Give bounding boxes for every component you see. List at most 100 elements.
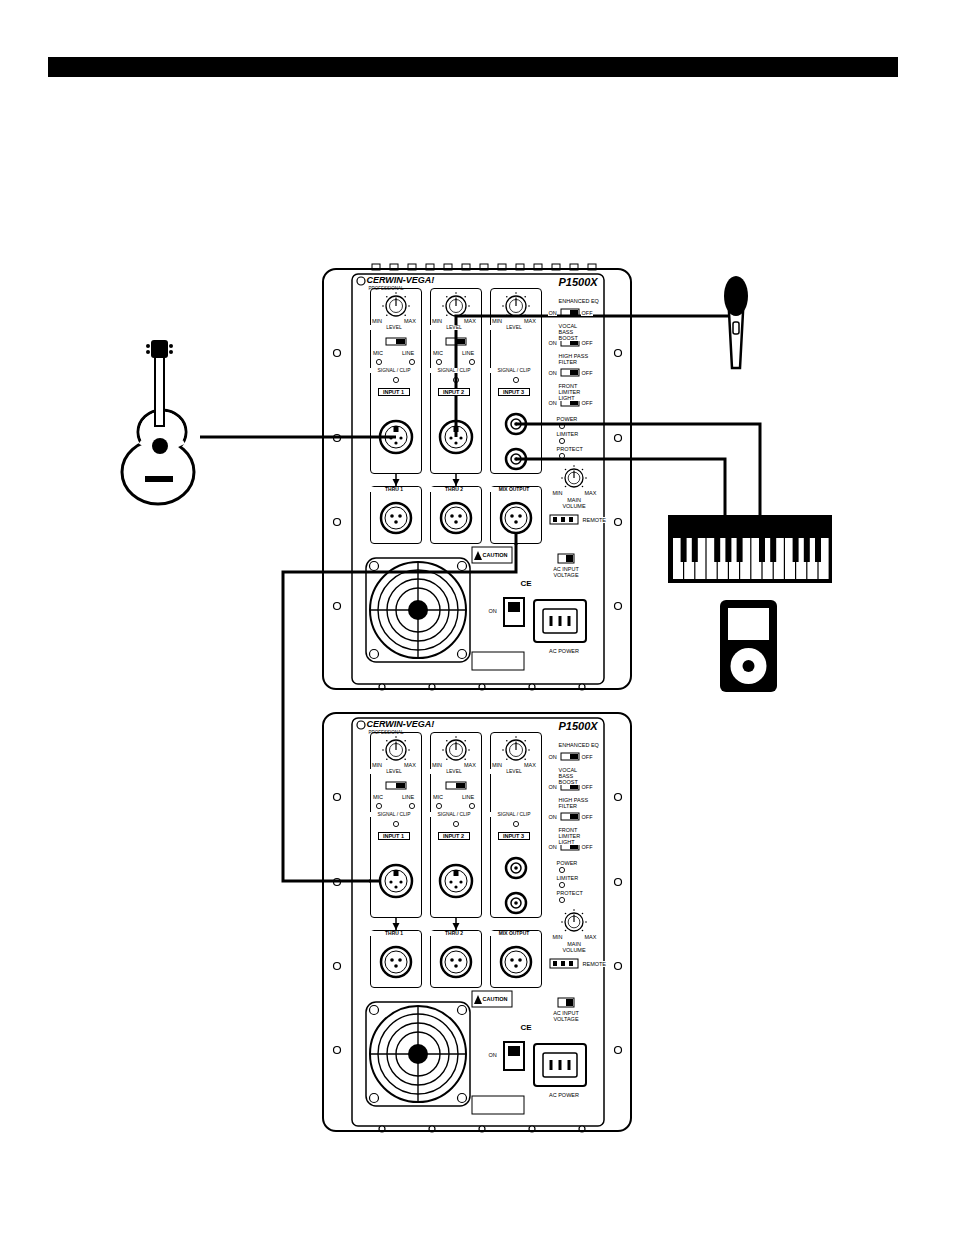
- jack-pin: [454, 441, 457, 444]
- knob-tick: [404, 758, 406, 760]
- jack-latch: [394, 426, 399, 432]
- jack-label: THRU 1: [370, 487, 419, 492]
- knob-tick: [582, 913, 584, 915]
- iec-pin: [550, 1060, 553, 1070]
- jack-pin: [390, 514, 394, 518]
- switch-lever: [396, 339, 405, 344]
- jack-pin: [449, 880, 452, 883]
- jack-pin: [394, 520, 398, 524]
- jack-pin: [450, 514, 454, 518]
- channel-hardware: [441, 503, 471, 533]
- connector-label: REMOTE: [582, 517, 607, 523]
- knob-tick: [585, 921, 587, 923]
- input-label: INPUT 2: [438, 832, 470, 840]
- switch-state: ON: [548, 784, 557, 790]
- thru-jack-box: THRU 2: [430, 486, 482, 544]
- logo-emblem: [357, 721, 365, 729]
- jack-pin: [518, 958, 522, 962]
- guitar-bridge: [145, 476, 173, 482]
- thru-jack-box: THRU 1: [370, 930, 422, 988]
- jack-ring: [385, 507, 407, 529]
- knob-tick: [582, 469, 584, 471]
- switch-state: ON: [548, 754, 557, 760]
- jack-label: MIX OUTPUT: [490, 931, 539, 936]
- switch-lever: [570, 370, 578, 375]
- switch-label: MIC: [433, 350, 444, 356]
- knob-tick: [502, 305, 504, 307]
- knob-tick: [468, 305, 470, 307]
- slide-switch: [561, 813, 579, 820]
- knob-tick: [386, 740, 388, 742]
- knob-tick: [408, 749, 410, 751]
- jack-pin: [394, 441, 397, 444]
- switch-state: OFF: [581, 310, 593, 316]
- knob-tick: [565, 469, 567, 471]
- signal-arrow: [455, 918, 457, 930]
- led: [393, 377, 398, 382]
- terminal-pin: [561, 517, 565, 522]
- certification-mark: CE: [520, 580, 532, 589]
- jack-pin: [514, 964, 518, 968]
- rca-ring: [511, 898, 521, 908]
- jack-pin: [458, 514, 462, 518]
- knob-tick: [582, 486, 584, 488]
- switch-state: ON: [548, 340, 557, 346]
- switch-state: ON: [548, 814, 557, 820]
- indicator-label: SIGNAL / CLIP: [490, 812, 539, 817]
- speaker-rear-panel: [334, 718, 622, 1132]
- knob-tick: [442, 305, 444, 307]
- knob-scale: MIN: [432, 762, 443, 768]
- mic-switch: [733, 322, 739, 334]
- screw-hole: [615, 794, 622, 801]
- screw-hole: [615, 350, 622, 357]
- knob-tick: [455, 736, 457, 738]
- guitar-cable: [200, 436, 396, 439]
- input-label: INPUT 2: [438, 388, 470, 396]
- knob-tick: [561, 477, 563, 479]
- black-key: [692, 538, 698, 562]
- iec-pin: [559, 616, 562, 626]
- knob: [565, 469, 583, 487]
- warning-label: CAUTION: [482, 996, 508, 1002]
- jack-pin: [458, 958, 462, 962]
- knob-tick: [446, 296, 448, 298]
- led: [513, 821, 518, 826]
- control-label: LEVEL: [430, 769, 479, 774]
- xlr-jack: [441, 503, 471, 533]
- input-channel-strip: MINMAXLEVELMICLINESIGNAL / CLIPINPUT 2: [430, 288, 482, 474]
- knob-pointer: [395, 298, 396, 307]
- power-switch: [504, 1042, 524, 1070]
- jack-pin: [459, 880, 462, 883]
- led: [376, 359, 381, 364]
- indicator-label: PROTECT: [556, 446, 583, 452]
- switch-label: LINE: [462, 350, 475, 356]
- amp-plate: [352, 274, 604, 684]
- led: [436, 803, 441, 808]
- knob-scale: MAX: [404, 318, 417, 324]
- jack-label: THRU 1: [370, 931, 419, 936]
- knob-tick: [386, 296, 388, 298]
- screw-hole: [334, 519, 341, 526]
- xlr-jack: [441, 947, 471, 977]
- remote-terminal: [550, 959, 578, 968]
- certification-mark: CE: [520, 1024, 532, 1033]
- input-label: INPUT 1: [378, 832, 410, 840]
- knob-scale: MAX: [404, 762, 417, 768]
- screw-hole: [334, 794, 341, 801]
- switch-label: LINE: [462, 794, 475, 800]
- knob: [446, 740, 466, 760]
- switch-lever: [570, 310, 578, 315]
- player-body: [720, 600, 777, 692]
- connector-label: AC POWER: [540, 1092, 588, 1098]
- indicator-label: SIGNAL / CLIP: [370, 812, 419, 817]
- knob-tick: [468, 749, 470, 751]
- switch-state: OFF: [581, 844, 593, 850]
- logo-emblem: [357, 277, 365, 285]
- switch-title: FRONT LIMITER LIGHT: [558, 827, 598, 845]
- switch-lever: [456, 783, 465, 788]
- jack-label: THRU 2: [430, 487, 479, 492]
- led: [409, 359, 414, 364]
- control-label: MAIN VOLUME: [558, 941, 590, 953]
- warning-label: CAUTION: [482, 552, 508, 558]
- input-channel-strip: MINMAXLEVELSIGNAL / CLIPINPUT 3: [490, 732, 542, 918]
